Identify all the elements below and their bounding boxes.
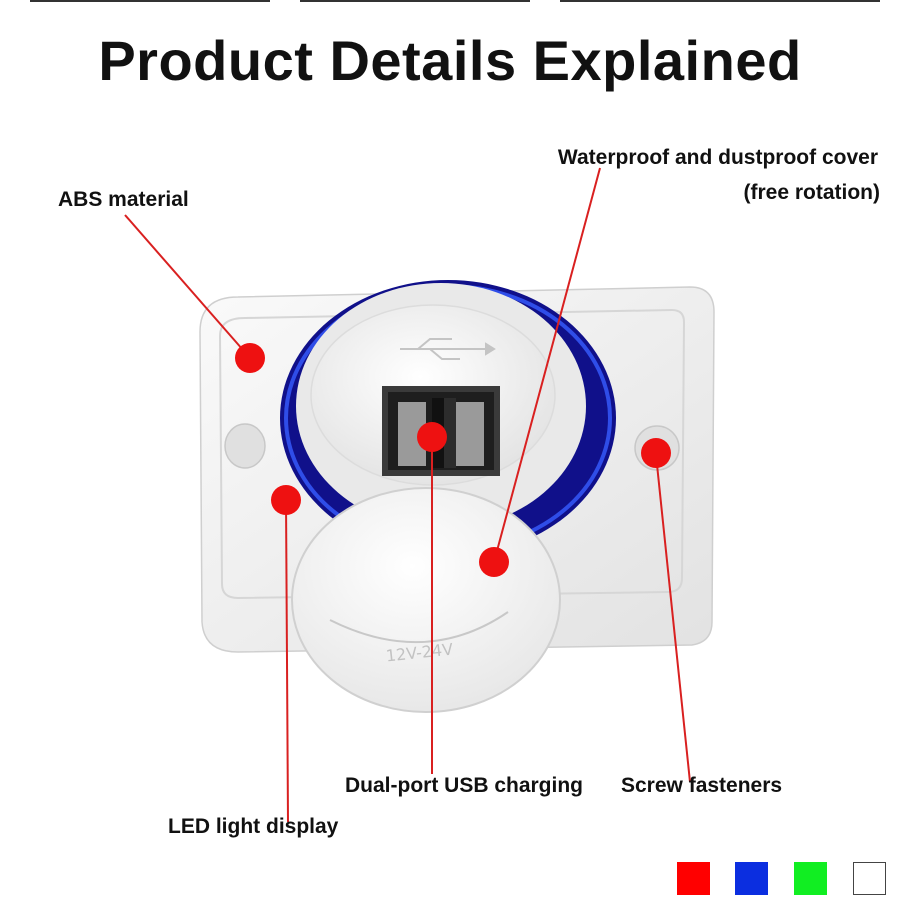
color-swatch-white[interactable] (853, 862, 886, 895)
screw-hole-left (224, 423, 266, 469)
marker-abs (235, 343, 265, 373)
marker-led (271, 485, 301, 515)
color-swatch-blue[interactable] (735, 862, 768, 895)
protective-cap: 12V-24V (291, 487, 561, 713)
page-title: Product Details Explained (98, 29, 802, 92)
color-swatch-red[interactable] (677, 862, 710, 895)
callout-abs-material: ABS material (58, 188, 189, 211)
callout-led-display: LED light display (168, 815, 339, 838)
callout-screw-fasteners: Screw fasteners (621, 774, 783, 797)
callout-usb-charging: Dual-port USB charging (345, 774, 584, 797)
marker-usb (417, 422, 447, 452)
leader-line-led (285, 499, 289, 823)
leader-line-cover (493, 167, 601, 563)
color-swatch-green[interactable] (794, 862, 827, 895)
marker-screw (641, 438, 671, 468)
top-border-strip (0, 0, 900, 4)
marker-cover (479, 547, 509, 577)
leader-line-screw (655, 454, 691, 783)
usb-symbol-icon (400, 338, 496, 360)
callout-cover-line1: Waterproof and dustproof cover (557, 146, 878, 169)
callout-cover-line2: (free rotation) (743, 181, 881, 204)
leader-line-abs (124, 214, 251, 359)
